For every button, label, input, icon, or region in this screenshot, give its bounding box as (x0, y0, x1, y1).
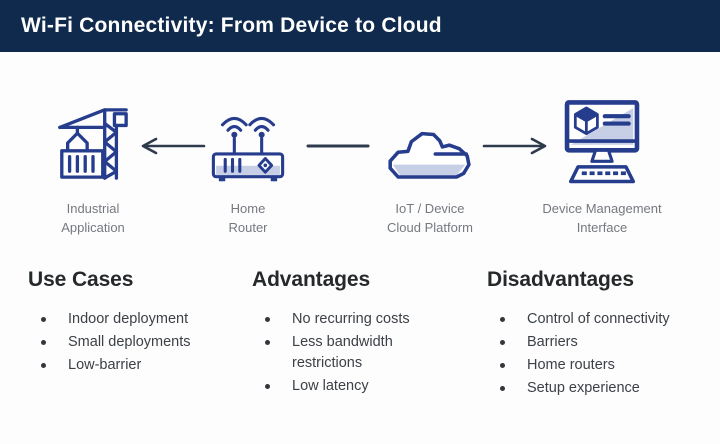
router-icon (168, 92, 328, 186)
list-item: No recurring costs (252, 309, 442, 330)
node-label-industrial-application: Industrial Application (61, 201, 125, 235)
column-heading-disadvantages: Disadvantages (487, 268, 634, 291)
column-disadvantages: Disadvantages Control of connectivity Ba… (487, 268, 715, 401)
disadvantages-list: Control of connectivity Barriers Home ro… (487, 309, 715, 399)
node-label-cloud-platform: IoT / Device Cloud Platform (387, 201, 473, 235)
header-bar: Wi-Fi Connectivity: From Device to Cloud (0, 0, 720, 52)
column-advantages: Advantages No recurring costs Less bandw… (252, 268, 442, 399)
column-heading-advantages: Advantages (252, 268, 371, 291)
page-title: Wi-Fi Connectivity: From Device to Cloud (21, 14, 442, 37)
node-label-device-management: Device Management Interface (542, 201, 662, 235)
list-item: Setup experience (487, 378, 715, 399)
monitor-icon (522, 92, 682, 186)
list-item: Less bandwidth restrictions (252, 332, 442, 374)
cloud-icon (350, 92, 510, 186)
use-cases-list: Indoor deployment Small deployments Low-… (28, 309, 233, 376)
list-item: Control of connectivity (487, 309, 715, 330)
flow-node-device-management: Device Management Interface (522, 92, 682, 237)
list-item: Low-barrier (28, 355, 233, 376)
list-item: Barriers (487, 332, 715, 353)
list-item: Small deployments (28, 332, 233, 353)
advantages-list: No recurring costs Less bandwidth restri… (252, 309, 442, 397)
line-connector (306, 137, 370, 155)
list-item: Low latency (252, 376, 442, 397)
list-item: Home routers (487, 355, 715, 376)
list-item: Indoor deployment (28, 309, 233, 330)
flow-node-industrial-application: Industrial Application (13, 92, 173, 237)
flow-node-cloud-platform: IoT / Device Cloud Platform (350, 92, 510, 237)
node-label-home-router: Home Router (228, 201, 268, 235)
arrow-left-icon (136, 137, 206, 155)
flow-node-home-router: Home Router (168, 92, 328, 237)
arrow-right-icon (482, 137, 552, 155)
crane-icon (13, 92, 173, 186)
column-heading-use-cases: Use Cases (28, 268, 134, 291)
column-use-cases: Use Cases Indoor deployment Small deploy… (28, 268, 233, 378)
